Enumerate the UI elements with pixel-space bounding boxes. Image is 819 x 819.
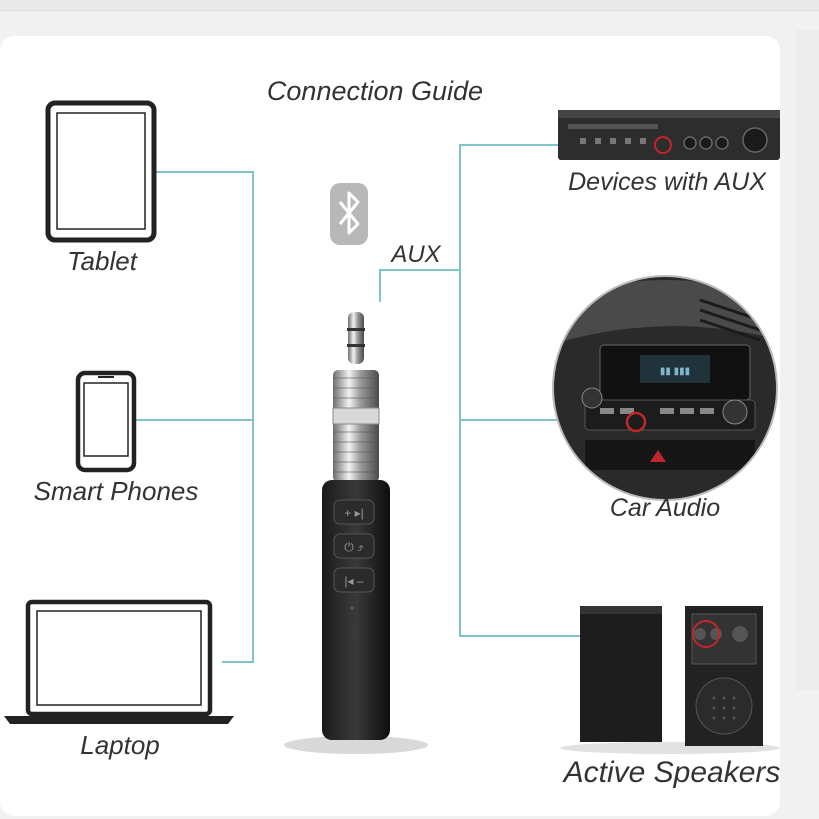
right-connector-lines <box>379 144 580 637</box>
svg-text:|◂ –: |◂ – <box>344 574 363 588</box>
play-pause-button: ⏻ ⤴ <box>333 533 375 559</box>
amplifier-icon <box>558 110 780 160</box>
tablet-label: Tablet <box>67 246 139 276</box>
bluetooth-icon <box>330 183 368 245</box>
laptop-icon <box>4 599 234 724</box>
top-bar <box>0 0 819 11</box>
car-dashboard-icon: ▮▮ ▮▮▮ <box>552 275 778 501</box>
right-strip <box>796 30 819 690</box>
laptop-label: Laptop <box>80 730 160 760</box>
aux-receiver-device: + ▸| ⏻ ⤴ |◂ – <box>284 312 428 754</box>
left-connector-lines <box>136 171 254 663</box>
car-audio-label: Car Audio <box>610 494 720 522</box>
volume-up-next-button: + ▸| <box>333 499 375 525</box>
svg-text:+ ▸|: + ▸| <box>344 506 363 520</box>
speakers-icon <box>560 606 780 754</box>
active-speakers-label: Active Speakers <box>562 756 781 789</box>
tablet-icon <box>45 100 157 243</box>
svg-text:⏻ ⤴: ⏻ ⤴ <box>344 540 364 554</box>
devices-with-aux-label: Devices with AUX <box>568 168 767 196</box>
svg-text:▮▮ ▮▮▮: ▮▮ ▮▮▮ <box>660 366 690 377</box>
aux-label: AUX <box>389 241 441 268</box>
guide-title: Connection Guide <box>267 76 483 106</box>
smart-phones-label: Smart Phones <box>34 476 199 506</box>
volume-down-prev-button: |◂ – <box>333 567 375 593</box>
smartphone-icon <box>75 370 137 473</box>
